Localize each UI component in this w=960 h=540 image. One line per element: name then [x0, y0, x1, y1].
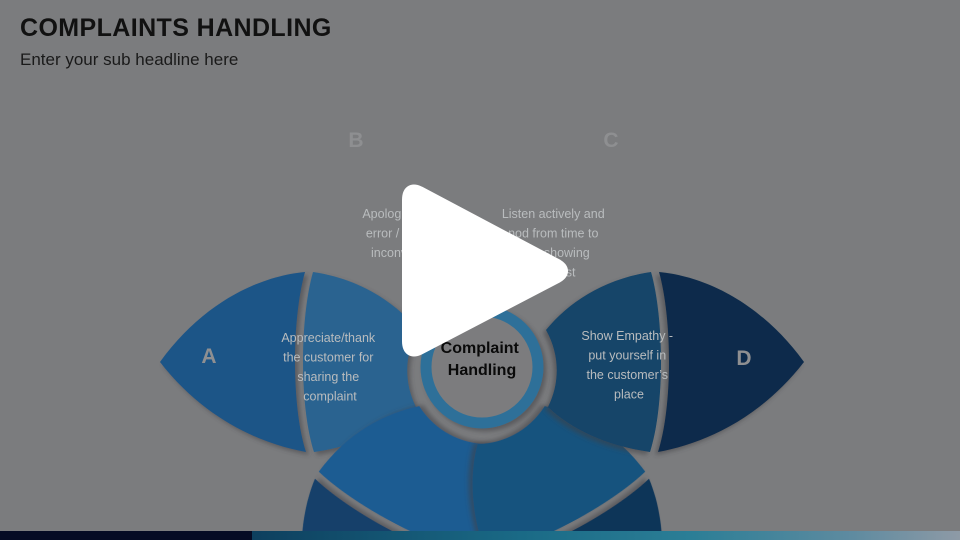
petal-b-inner-shape[interactable] [314, 379, 527, 540]
petal-b-letter: B [348, 129, 363, 152]
petal-d-letter: D [736, 347, 751, 370]
hub-label: Complaint Handling [441, 340, 524, 379]
petal-d-outer-shape[interactable] [658, 272, 804, 452]
petal-a-text-line-4: complaint [303, 390, 357, 404]
play-button[interactable] [395, 178, 570, 363]
petal-group-d[interactable] [546, 272, 804, 452]
hub-label-line-2: Handling [448, 362, 516, 379]
petal-c-outer-shape[interactable] [489, 478, 717, 540]
petal-a-text-line-1: Appreciate/thank [281, 331, 376, 345]
petal-group-b[interactable] [247, 379, 527, 540]
footer-bar [0, 531, 960, 540]
petal-group-c[interactable] [437, 379, 717, 540]
footer-bar-right [252, 531, 960, 540]
petal-c-text-line-2: nod from time to [508, 227, 598, 241]
petal-a-text: Appreciate/thank the customer for sharin… [281, 331, 378, 404]
petal-d-text-line-1: Show Empathy - [581, 329, 673, 343]
footer-bar-left [0, 531, 252, 540]
petal-c-letter: C [603, 129, 618, 152]
hub-label-line-1: Complaint [441, 340, 520, 357]
petal-d-labels: D Show Empathy - put yourself in the cus… [581, 329, 751, 402]
petal-a-outer-shape[interactable] [160, 272, 306, 452]
petal-b-outer-shape[interactable] [247, 478, 475, 540]
play-icon[interactable] [402, 184, 568, 357]
petal-a-letter: A [201, 345, 216, 368]
petal-d-text-line-2: put yourself in [588, 349, 666, 363]
petal-d-text-line-4: place [614, 388, 644, 402]
petal-d-text-line-3: the customer’s [586, 368, 668, 382]
petal-group-a[interactable]: A Appreciate/thank the customer for shar… [160, 272, 418, 452]
page-title: COMPLAINTS HANDLING [20, 14, 332, 42]
petal-a-inner-shape[interactable] [303, 272, 418, 452]
page-subtitle: Enter your sub headline here [20, 50, 239, 69]
petal-d-inner-shape[interactable] [546, 272, 661, 452]
petal-a-text-line-3: sharing the [297, 370, 359, 384]
petal-c-inner-shape[interactable] [437, 379, 650, 540]
petal-a-text-line-2: the customer for [283, 351, 373, 365]
petal-d-text: Show Empathy - put yourself in the custo… [581, 329, 676, 402]
petal-c-text-line-1: Listen actively and [502, 207, 605, 221]
